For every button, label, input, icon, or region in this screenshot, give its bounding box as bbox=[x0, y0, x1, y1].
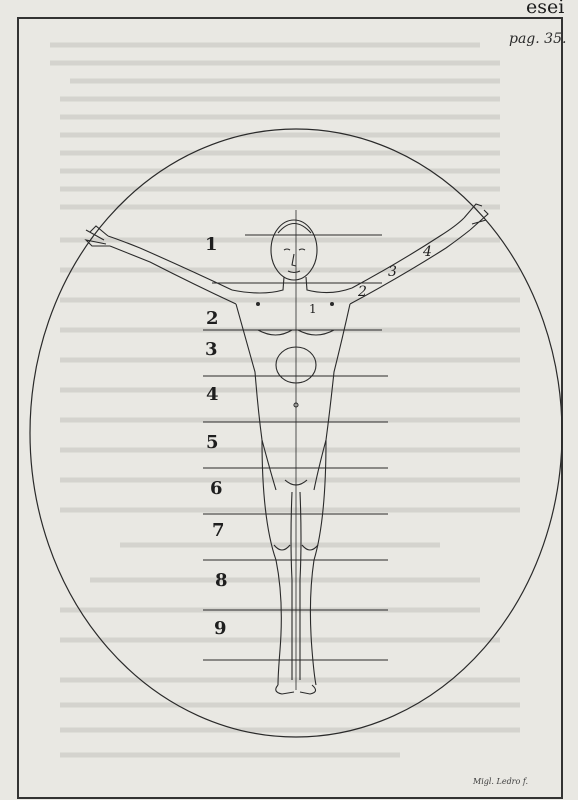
section-number-2: 2 bbox=[206, 308, 219, 329]
section-number-6: 6 bbox=[210, 478, 223, 499]
arm-number-2: 2 bbox=[358, 284, 367, 300]
section-number-7: 7 bbox=[212, 520, 225, 541]
bleed-through-text bbox=[50, 45, 520, 755]
section-number-1: 1 bbox=[205, 234, 218, 255]
arm-number-4: 4 bbox=[423, 244, 432, 260]
shoulder-marker bbox=[256, 302, 260, 306]
section-number-3: 3 bbox=[205, 339, 218, 360]
section-number-9: 9 bbox=[214, 618, 227, 639]
section-number-4: 4 bbox=[206, 384, 219, 405]
arm-number-3: 3 bbox=[388, 264, 397, 280]
section-number-5: 5 bbox=[206, 432, 219, 453]
section-number-8: 8 bbox=[215, 570, 228, 591]
engraver-signature: Migl. Ledro f. bbox=[473, 777, 528, 786]
arm-number-1: 1 bbox=[309, 302, 317, 316]
shoulder-marker bbox=[330, 302, 334, 306]
